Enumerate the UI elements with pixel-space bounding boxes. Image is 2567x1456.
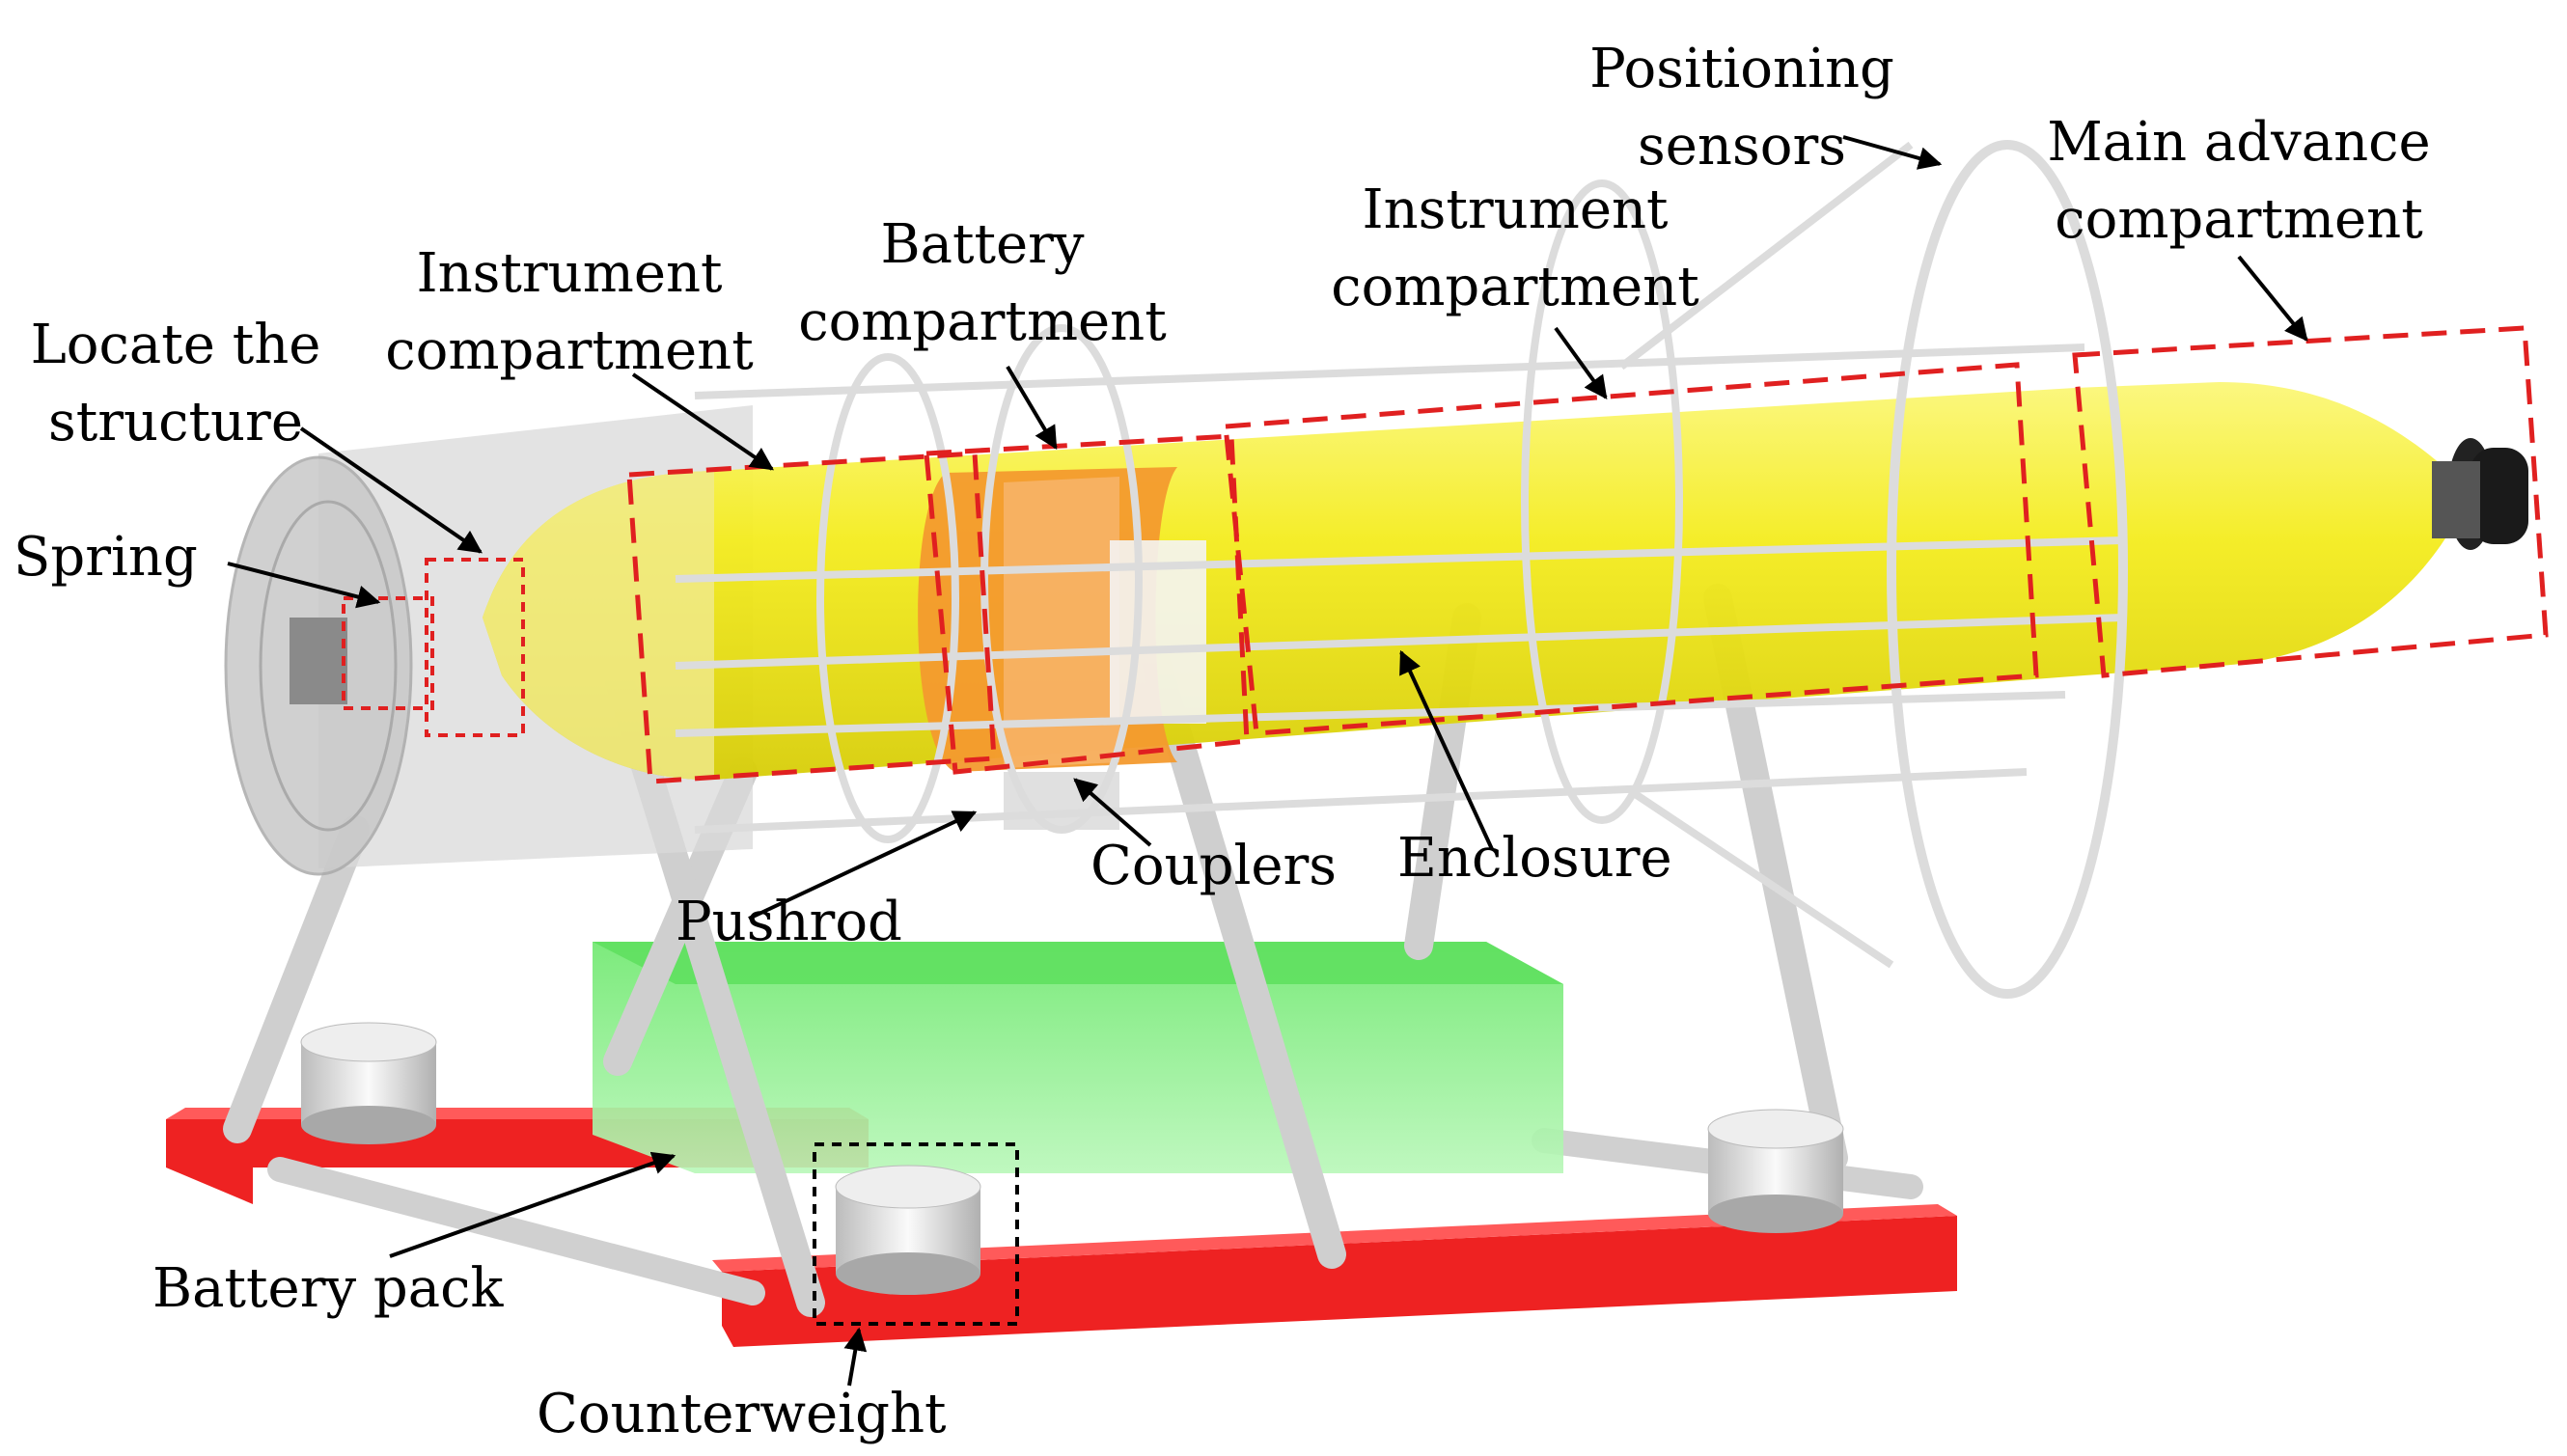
label-positioning-sensors-line1: Positioning: [1589, 38, 1894, 100]
box-instrument-right: [1223, 362, 2039, 736]
label-battery-compartment: Battery compartment: [760, 206, 1204, 361]
wire-cage: [675, 140, 2128, 999]
label-pushrod: Pushrod: [676, 891, 902, 953]
box-battery: [924, 433, 1250, 775]
label-counterweight: Counterweight: [537, 1383, 947, 1445]
label-instrument-compartment-left: Instrument compartment: [357, 235, 782, 390]
label-main-advance-compartment: Main advance compartment: [1988, 104, 2490, 259]
label-battery-compartment-line2: compartment: [798, 290, 1167, 353]
box-locate-structure: [425, 558, 525, 737]
label-spring: Spring: [14, 526, 198, 589]
label-positioning-sensors: Positioning sensors: [1544, 31, 1940, 185]
label-instrument-right-line1: Instrument: [1362, 179, 1669, 241]
box-instrument-left: [626, 451, 997, 784]
label-main-advance-line1: Main advance: [2047, 111, 2431, 174]
label-couplers: Couplers: [1090, 835, 1338, 897]
leader-arrows: [227, 135, 2308, 1387]
label-enclosure: Enclosure: [1397, 827, 1672, 890]
base-bar-right: [722, 1216, 1957, 1347]
label-locate-line2: structure: [48, 391, 303, 453]
counterweights: [300, 1022, 1844, 1295]
structure-boxes: [342, 558, 525, 737]
label-instrument-left-line1: Instrument: [416, 242, 723, 305]
box-main-advance: [2072, 325, 2549, 678]
label-main-advance-line2: compartment: [2055, 188, 2423, 251]
label-locate-the-structure: Locate the structure: [12, 307, 340, 461]
label-battery-pack: Battery pack: [152, 1257, 504, 1320]
enclosure-body: [483, 382, 2528, 781]
counterweight-right: [1707, 1109, 1844, 1233]
box-spring: [342, 596, 434, 710]
label-battery-compartment-line1: Battery: [880, 213, 1085, 276]
label-instrument-compartment-right: Instrument compartment: [1293, 172, 1737, 326]
label-positioning-sensors-line2: sensors: [1638, 115, 1846, 178]
counterweight-center: [835, 1165, 981, 1295]
battery-pack: [593, 942, 1563, 1173]
counterweight-left: [300, 1022, 437, 1144]
label-instrument-left-line2: compartment: [385, 319, 754, 382]
compartment-boxes: [626, 325, 2549, 784]
label-instrument-right-line2: compartment: [1331, 256, 1699, 318]
label-locate-line1: Locate the: [30, 314, 321, 376]
